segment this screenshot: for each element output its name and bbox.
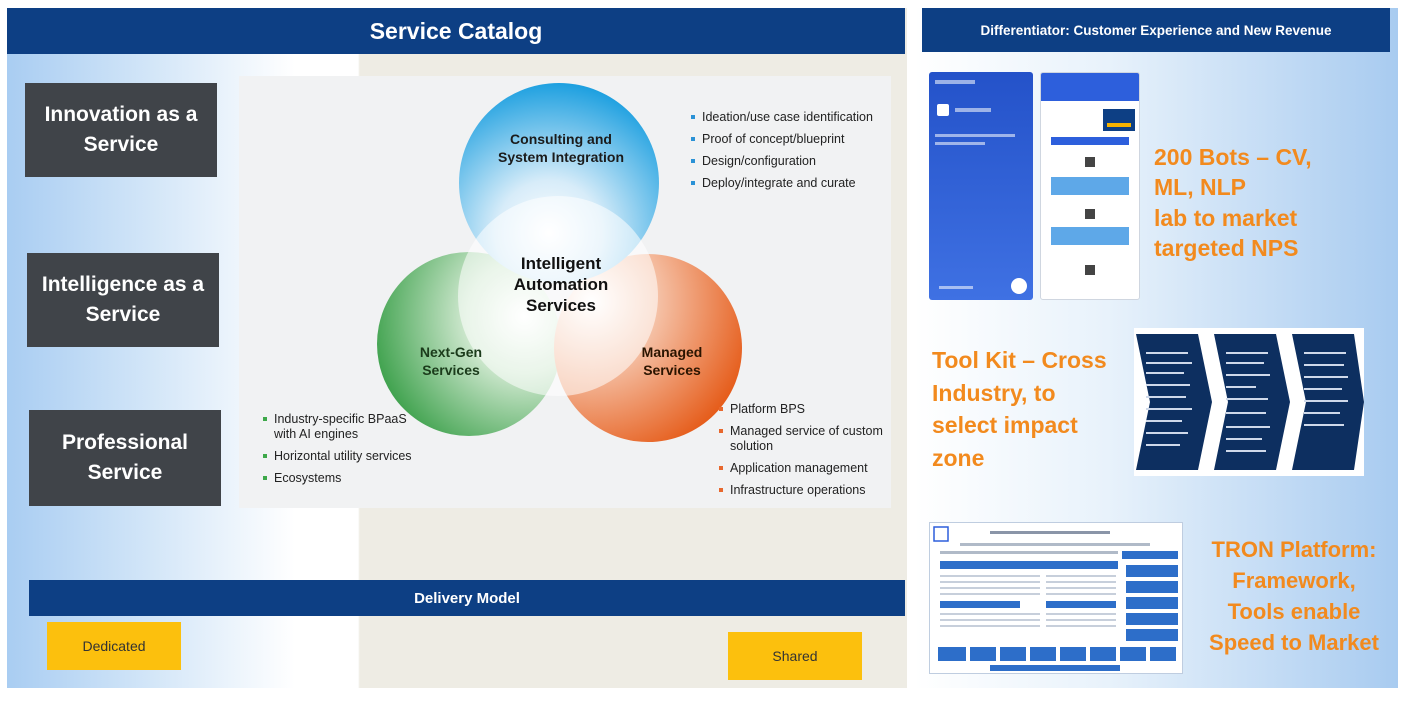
tron-line: Tools enable xyxy=(1227,599,1361,625)
nextgen-label-2: Services xyxy=(422,362,480,378)
tron-svg xyxy=(933,526,1178,671)
glasses-icon xyxy=(1085,157,1095,167)
bot-chat-screenshot xyxy=(1040,72,1140,300)
bullet-item: Ideation/use case identification xyxy=(689,110,889,125)
bots-line: ML, NLP xyxy=(1154,174,1246,201)
decor-line xyxy=(935,142,985,145)
decor-line xyxy=(939,286,973,289)
bullet-item: Infrastructure operations xyxy=(717,483,889,498)
tron-platform-screenshot xyxy=(929,522,1183,674)
toolkit-line: zone xyxy=(932,444,985,471)
bullet-item: Application management xyxy=(717,461,889,476)
center-highlight xyxy=(458,196,658,396)
message-bubble xyxy=(1051,177,1129,195)
nextgen-label-1: Next-Gen xyxy=(420,344,482,360)
bullet-item: Design/configuration xyxy=(689,154,889,169)
bot-app-screenshot xyxy=(929,72,1033,300)
dedicated-box: Dedicated xyxy=(47,622,181,670)
tron-line: Speed to Market xyxy=(1209,630,1379,656)
decor-line xyxy=(935,80,975,84)
chevron-1 xyxy=(1136,334,1212,470)
brand-logo-icon xyxy=(1103,109,1135,131)
tron-text: TRON Platform: Framework, Tools enable S… xyxy=(1196,534,1392,658)
service-catalog-title: Service Catalog xyxy=(7,8,905,54)
bots-line: 200 Bots – CV, xyxy=(1154,144,1312,170)
differentiator-panel: Differentiator: Customer Experience and … xyxy=(914,8,1398,688)
tron-line: TRON Platform: xyxy=(1211,537,1377,562)
delivery-model-title: Delivery Model xyxy=(29,580,905,616)
consulting-label-2: System Integration xyxy=(498,149,624,165)
toolkit-chevrons-graphic xyxy=(1134,328,1364,476)
toolkit-line: Industry, to xyxy=(932,379,1056,406)
bots-line: lab to market xyxy=(1154,204,1298,231)
bullet-item: Deploy/integrate and curate xyxy=(689,176,889,191)
consulting-label-1: Consulting and xyxy=(510,131,612,147)
consulting-bullets: Ideation/use case identification Proof o… xyxy=(689,110,889,198)
mic-icon xyxy=(1011,278,1027,294)
car-icon xyxy=(1085,209,1095,219)
toolkit-text: Tool Kit – Cross Industry, to select imp… xyxy=(932,344,1107,475)
message-bubble xyxy=(1051,227,1129,245)
offering-professional: Professional Service xyxy=(29,410,221,506)
decor-line xyxy=(1051,137,1129,145)
managed-bullets: Platform BPS Managed service of custom s… xyxy=(717,402,889,505)
chevron-2 xyxy=(1214,334,1290,470)
venn-diagram-card: Consulting and System Integration Intell… xyxy=(239,76,891,508)
app-logo-icon xyxy=(937,104,949,116)
nextgen-bullets: Industry-specific BPaaS with AI engines … xyxy=(261,412,431,493)
managed-label-2: Services xyxy=(643,362,701,378)
bullet-item: Ecosystems xyxy=(261,471,431,486)
decor-line xyxy=(935,134,1015,137)
managed-label-1: Managed xyxy=(642,344,703,360)
app-bar xyxy=(1041,73,1139,101)
bullet-item: Proof of concept/blueprint xyxy=(689,132,889,147)
bullet-item: Platform BPS xyxy=(717,402,889,417)
toolkit-line: Tool Kit – Cross xyxy=(932,347,1107,373)
bottle-icon xyxy=(1085,265,1095,275)
bots-line: targeted NPS xyxy=(1154,235,1299,262)
tron-line: Framework, xyxy=(1232,568,1356,594)
center-label-1: Intelligent xyxy=(521,254,602,273)
center-label-2: Automation xyxy=(514,275,608,294)
chevrons-svg xyxy=(1136,334,1364,470)
bullet-item: Managed service of custom solution xyxy=(717,424,889,454)
service-catalog-panel: Service Catalog Innovation as a Service … xyxy=(7,8,907,688)
decor-line xyxy=(955,108,991,112)
bullet-item: Industry-specific BPaaS with AI engines xyxy=(261,412,431,442)
bots-text: 200 Bots – CV, ML, NLP lab to market tar… xyxy=(1154,142,1312,263)
differentiator-title: Differentiator: Customer Experience and … xyxy=(922,8,1390,52)
offering-intelligence: Intelligence as a Service xyxy=(27,253,219,347)
venn-diagram: Consulting and System Integration Intell… xyxy=(377,83,742,442)
offering-innovation: Innovation as a Service xyxy=(25,83,217,177)
center-label-3: Services xyxy=(526,296,596,315)
toolkit-line: select impact xyxy=(932,412,1078,439)
bullet-item: Horizontal utility services xyxy=(261,449,431,464)
shared-box: Shared xyxy=(728,632,862,680)
chevron-text-lines xyxy=(1146,352,1348,452)
